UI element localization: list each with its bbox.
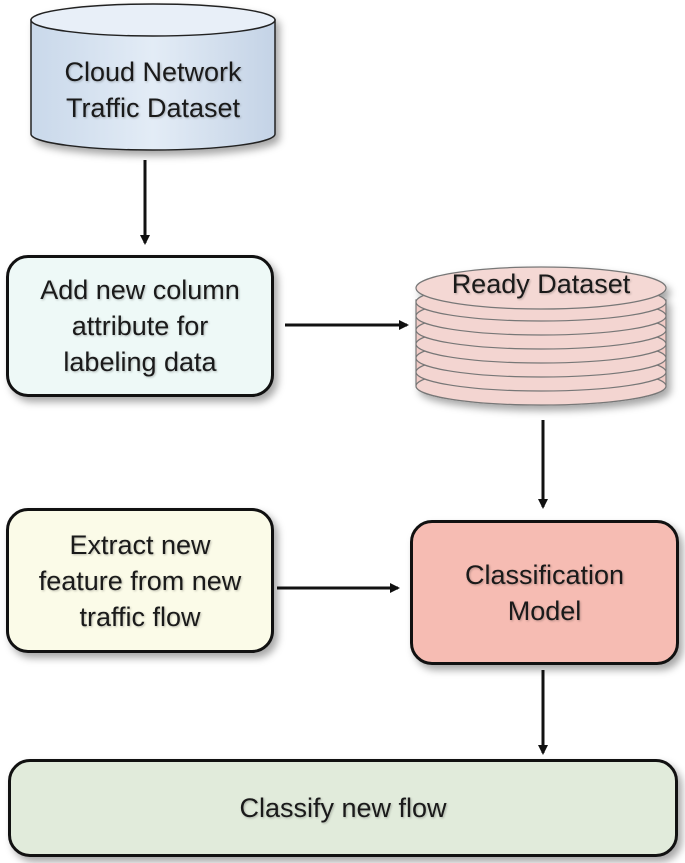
classification-model-label: Classification Model [410,520,679,665]
classification-model-line1: Classification [464,559,625,590]
extract-feature-line2: feature from new [38,565,242,596]
add-column-line3: labeling data [63,347,217,377]
add-column-label: Add new column attribute for labeling da… [6,255,274,397]
extract-feature-line3: traffic flow [79,601,201,632]
add-column-box [6,255,274,397]
classify-flow-label: Classify new flow [8,759,678,857]
extract-feature-line1: Extract new [69,529,211,560]
cloud-dataset-cylinder [30,3,276,151]
classify-flow-box [8,759,678,857]
cloud-dataset-label-line2: Traffic Dataset [65,93,241,123]
add-column-line2: attribute for [71,311,209,341]
classification-model-box [410,520,679,665]
extract-feature-label: Extract new feature from new traffic flo… [6,508,274,653]
ready-dataset-stack [415,266,667,406]
cloud-dataset-label-line1: Cloud Network [64,57,242,87]
ready-dataset-label: Ready Dataset [416,266,666,302]
extract-feature-box [6,508,274,653]
ready-dataset-label-text: Ready Dataset [451,269,631,299]
cloud-dataset-label: Cloud Network Traffic Dataset [31,50,275,130]
add-column-line1: Add new column [40,275,240,305]
classification-model-line2: Model [507,595,582,626]
classify-flow-label-text: Classify new flow [239,793,447,823]
